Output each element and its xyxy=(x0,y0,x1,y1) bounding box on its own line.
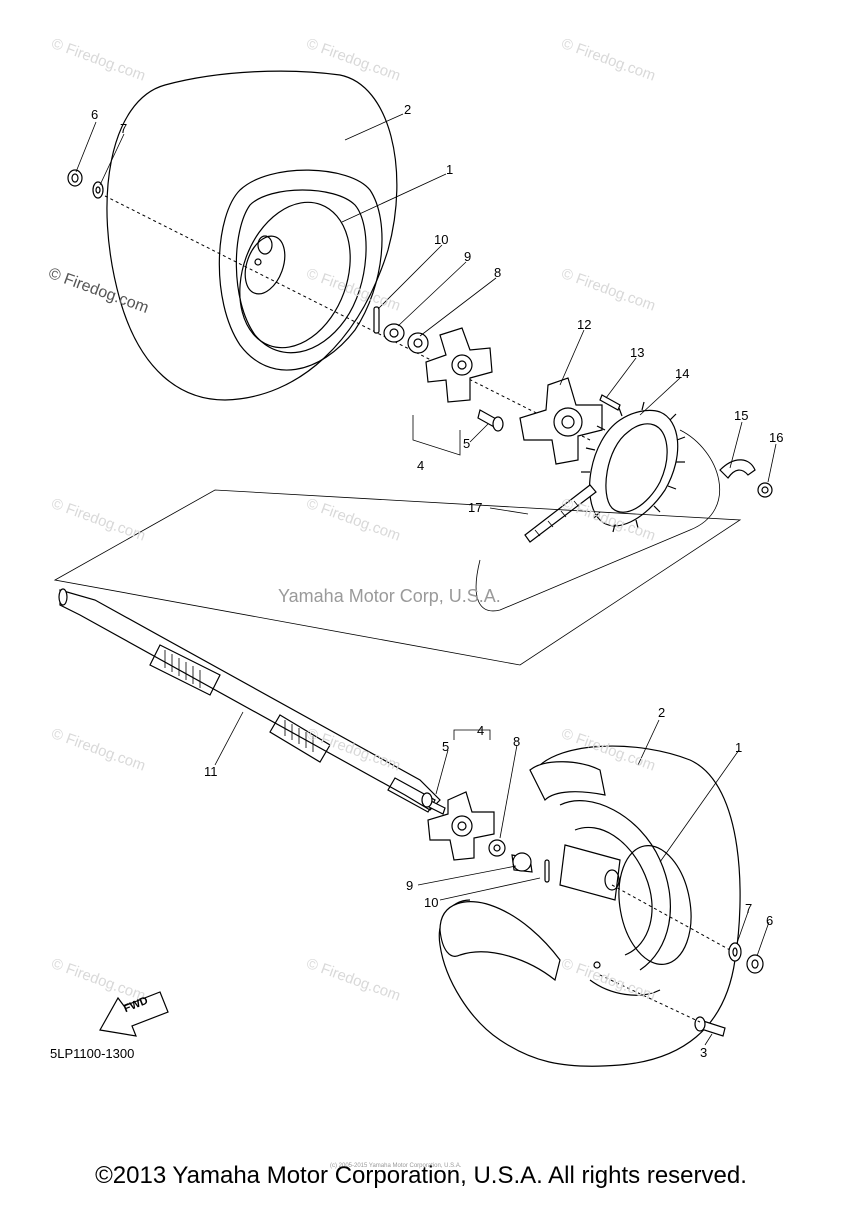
tiny-copyright-notice: (c) 2005-2015 Yamaha Motor Corporation, … xyxy=(330,1163,462,1169)
callout-11-axle: 11 xyxy=(204,764,218,779)
callout-8-washer: 8 xyxy=(494,265,502,280)
top-bolt xyxy=(477,409,504,432)
callout-17-chain: 17 xyxy=(468,500,483,515)
callout-7-washer-bottom: 7 xyxy=(745,901,753,916)
callout-16-nut: 16 xyxy=(769,430,784,445)
callout-5-bolt: 5 xyxy=(463,436,471,451)
callout-2-tire-bottom: 2 xyxy=(658,705,666,720)
diagram-code: 5LP1100-1300 xyxy=(50,1046,135,1061)
top-hub xyxy=(425,327,493,403)
axle-frame xyxy=(53,489,742,666)
top-pin-nut-washer xyxy=(373,306,429,354)
callout-9-nut-bottom: 9 xyxy=(406,878,414,893)
callout-5-bolt-bottom: 5 xyxy=(442,739,450,754)
callout-4-hub-bottom: 4 xyxy=(477,723,485,738)
callout-13-bolt: 13 xyxy=(630,345,645,360)
fwd-arrow xyxy=(99,991,169,1037)
callout-9-nut: 9 xyxy=(464,249,472,264)
drive-chain xyxy=(475,429,720,612)
callout-1-wheel: 1 xyxy=(446,162,454,177)
callout-6-nut: 6 xyxy=(91,107,99,122)
sprocket-hub xyxy=(519,377,603,465)
rear-axle xyxy=(58,588,441,813)
leader-lines xyxy=(75,113,777,1046)
callout-6-nut-bottom: 6 xyxy=(766,913,774,928)
bottom-nut-washer xyxy=(728,942,764,974)
callout-10-cotter-pin-bottom: 10 xyxy=(424,895,439,910)
yamaha-watermark: Yamaha Motor Corp, U.S.A. xyxy=(278,586,501,606)
bottom-washer-nut-pin xyxy=(488,839,550,883)
callout-12-hub: 12 xyxy=(577,317,592,332)
callout-14-sprocket: 14 xyxy=(675,366,690,381)
bottom-hub-bracket xyxy=(453,729,491,740)
top-nut-washer xyxy=(67,169,104,199)
chain-guard xyxy=(719,459,773,498)
callout-4-hub: 4 xyxy=(417,458,425,473)
valve-stem xyxy=(599,974,726,1037)
bottom-hub xyxy=(427,791,495,861)
callout-2-tire: 2 xyxy=(404,102,412,117)
copyright-footer: ©2013 Yamaha Motor Corporation, U.S.A. A… xyxy=(95,1162,747,1189)
top-tire xyxy=(106,70,398,401)
bottom-tire xyxy=(438,745,741,1067)
callout-7-washer: 7 xyxy=(120,121,128,136)
bottom-bolt xyxy=(421,792,446,815)
bottom-axle-line xyxy=(611,884,731,951)
top-axle-line xyxy=(104,195,591,441)
callout-3-valve: 3 xyxy=(700,1045,708,1060)
callout-8-washer-bottom: 8 xyxy=(513,734,521,749)
sprocket-bolts xyxy=(599,394,621,411)
top-hub-bracket xyxy=(412,415,461,456)
sprocket xyxy=(581,401,686,533)
callout-15-guard: 15 xyxy=(734,408,749,423)
callout-10-cotter-pin: 10 xyxy=(434,232,449,247)
callout-1-wheel-bottom: 1 xyxy=(735,740,743,755)
